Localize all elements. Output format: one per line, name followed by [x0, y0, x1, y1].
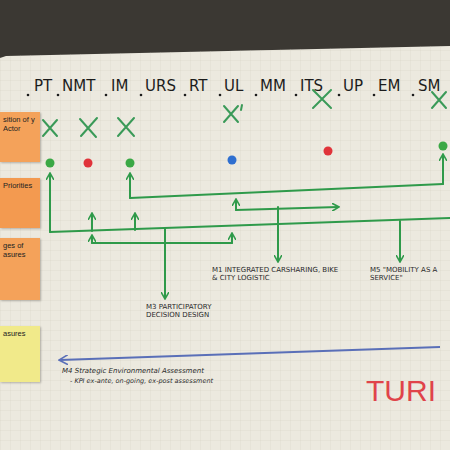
- timeline-arrow: [60, 347, 440, 360]
- category-code: UP: [343, 78, 363, 95]
- category-code: URS: [145, 78, 176, 95]
- category-code: UL: [224, 78, 243, 95]
- category-code: RT: [189, 78, 208, 95]
- sticky-note: asures: [0, 326, 40, 382]
- category-code: SM: [418, 78, 440, 95]
- category-code: IM: [111, 78, 128, 95]
- paper-sheet: [0, 46, 450, 450]
- x-marks: [43, 90, 446, 137]
- category-code: PT: [34, 78, 52, 95]
- note-text: Priorities: [3, 181, 37, 190]
- paper-grid: [0, 46, 450, 450]
- rating-dots: [46, 142, 448, 168]
- category-code: EM: [378, 78, 400, 95]
- category-code: NMT: [62, 78, 95, 95]
- sticky-note: sition of y Actor: [0, 112, 40, 162]
- measure-note: M4 Strategic Environmental Assessment: [62, 367, 204, 375]
- sticky-note: Priorities: [0, 178, 40, 228]
- measure-note: M3 PARTICIPATORY DECISION DESIGN: [146, 303, 218, 319]
- sticky-note: ges of asures: [0, 238, 40, 300]
- measure-note: M1 INTEGRATED CARSHARING, BIKE & CITY LO…: [212, 266, 342, 282]
- note-text: sition of y Actor: [3, 115, 37, 133]
- measure-tree: [50, 155, 450, 298]
- measure-note: M5 "MOBILITY AS A SERVICE": [370, 266, 446, 282]
- city-name: TURI: [366, 374, 436, 409]
- measure-note: - KPI ex-ante, on-going, ex-post assessm…: [70, 378, 213, 385]
- category-code: MM: [260, 78, 286, 95]
- note-text: asures: [3, 329, 37, 338]
- category-code: ITS: [300, 78, 323, 95]
- note-text: ges of asures: [3, 241, 37, 259]
